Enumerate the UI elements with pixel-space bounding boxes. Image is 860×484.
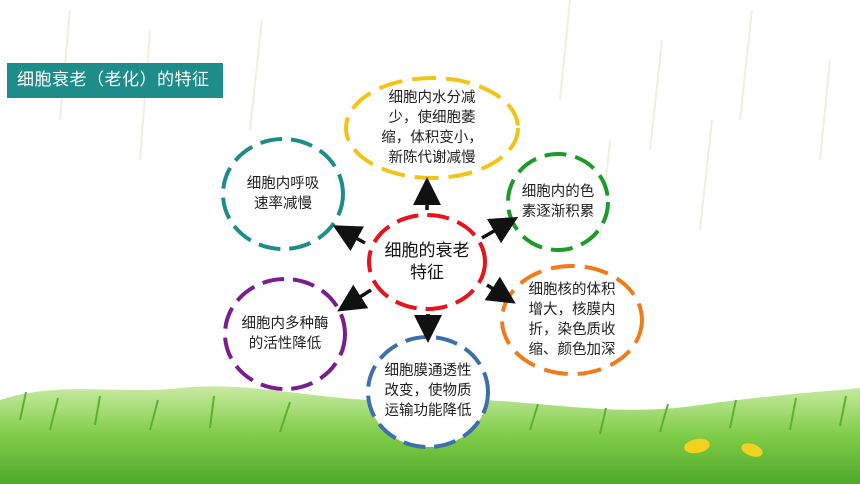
node-membrane-circle: [366, 335, 490, 449]
label-line: 细胞内水分减: [388, 90, 476, 106]
label-line: 细胞膜通透性: [384, 363, 472, 379]
node-membrane-label: 细胞膜通透性 改变，使物质 运输功能降低: [373, 361, 483, 421]
center-line: 特征: [410, 263, 444, 283]
label-line: 改变，使物质: [384, 383, 472, 399]
label-line: 缩，体积变小，: [381, 130, 483, 146]
label-line: 细胞内的色: [521, 184, 595, 200]
arrow-to-nucleus: [484, 276, 516, 304]
node-enzyme-circle: [223, 277, 347, 391]
node-respiration-circle: [221, 137, 345, 251]
label-line: 缩、颜色加深: [528, 342, 616, 358]
label-line: 少，使细胞萎: [388, 110, 476, 126]
label-line: 素逐渐积累: [521, 204, 595, 220]
label-line: 速率减慢: [254, 196, 312, 212]
label-line: 新陈代谢减慢: [388, 150, 476, 166]
center-node-circle: [367, 213, 487, 311]
arrow-to-respiration: [332, 225, 366, 252]
center-node-label: 细胞的衰老 特征: [367, 240, 487, 284]
node-pigment-circle: [506, 152, 610, 252]
arrow-to-enzyme: [337, 284, 372, 312]
node-respiration-label: 细胞内呼吸 速率减慢: [233, 174, 333, 214]
node-nucleus-label: 细胞核的体积 增大，核膜内 折，染色质收 缩、颜色加深: [512, 280, 632, 360]
label-line: 的活性降低: [248, 336, 322, 352]
label-line: 细胞核的体积: [528, 282, 616, 298]
arrow-to-pigment: [481, 216, 519, 244]
label-line: 增大，核膜内: [528, 302, 616, 318]
label-line: 折，染色质收: [528, 322, 616, 338]
center-line: 细胞的衰老: [384, 241, 470, 261]
node-enzyme-label: 细胞内多种酶 的活性降低: [230, 314, 340, 354]
node-water-label: 细胞内水分减 少，使细胞萎 缩，体积变小， 新陈代谢减慢: [362, 88, 502, 168]
label-line: 细胞内呼吸: [246, 176, 320, 192]
label-line: 运输功能降低: [384, 403, 472, 419]
label-line: 细胞内多种酶: [241, 316, 329, 332]
leaf-icon: [741, 443, 763, 457]
node-nucleus-circle: [500, 264, 644, 376]
node-pigment-label: 细胞内的色 素逐渐积累: [508, 182, 608, 222]
slide-title: 细胞衰老（老化）的特征: [7, 63, 223, 98]
leaf-icon: [684, 438, 710, 454]
